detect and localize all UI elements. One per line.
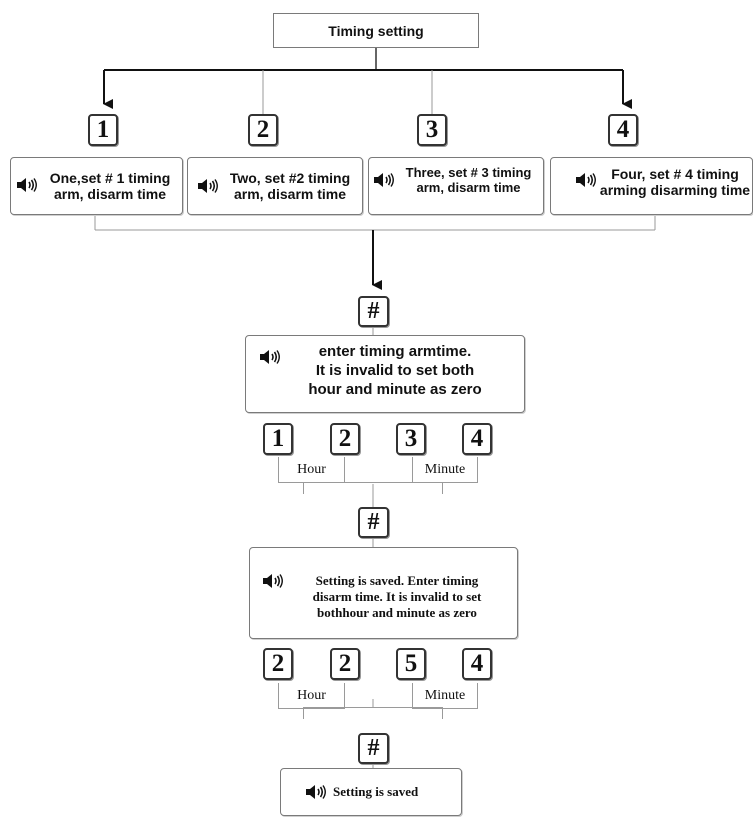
arm-digit-2[interactable]: 2 — [330, 423, 360, 455]
option-box-3 — [368, 157, 544, 215]
option-key-4[interactable]: 4 — [608, 114, 638, 146]
arm-time-prompt-box — [245, 335, 525, 413]
hash-key-3[interactable]: # — [358, 733, 389, 764]
disarm-digit-4[interactable]: 4 — [462, 648, 492, 680]
disarm-digit-1[interactable]: 2 — [263, 648, 293, 680]
disarm-digits-merge — [303, 707, 443, 719]
arm-digit-4[interactable]: 4 — [462, 423, 492, 455]
hash-key-1[interactable]: # — [358, 296, 389, 327]
speaker-icon — [373, 172, 395, 188]
arm-minute-label: Minute — [424, 462, 466, 477]
speaker-icon — [262, 573, 284, 589]
option-box-2 — [187, 157, 363, 215]
arm-hour-label: Hour — [297, 462, 326, 477]
disarm-minute-bracket — [412, 683, 478, 709]
arm-time-prompt-text: enter timing armtime.It is invalid to se… — [308, 343, 482, 398]
disarm-digit-2[interactable]: 2 — [330, 648, 360, 680]
arm-digit-1[interactable]: 1 — [263, 423, 293, 455]
option-key-2[interactable]: 2 — [248, 114, 278, 146]
timing-setting-title: Timing setting — [273, 13, 479, 48]
speaker-icon — [305, 784, 327, 800]
disarm-hour-label: Hour — [297, 688, 326, 703]
option-box-1 — [10, 157, 183, 215]
speaker-icon — [197, 178, 219, 194]
option-key-1[interactable]: 1 — [88, 114, 118, 146]
option-key-3[interactable]: 3 — [417, 114, 447, 146]
hash-key-2[interactable]: # — [358, 507, 389, 538]
disarm-minute-label: Minute — [424, 688, 466, 703]
disarm-digit-3[interactable]: 5 — [396, 648, 426, 680]
arm-digit-3[interactable]: 3 — [396, 423, 426, 455]
speaker-icon — [575, 172, 597, 188]
disarm-time-prompt-box — [249, 547, 518, 639]
disarm-hour-bracket — [278, 683, 345, 709]
speaker-icon — [16, 177, 38, 193]
final-message-text: Setting is saved — [333, 784, 419, 799]
arm-minute-bracket — [412, 457, 478, 483]
arm-digits-merge — [303, 482, 443, 494]
